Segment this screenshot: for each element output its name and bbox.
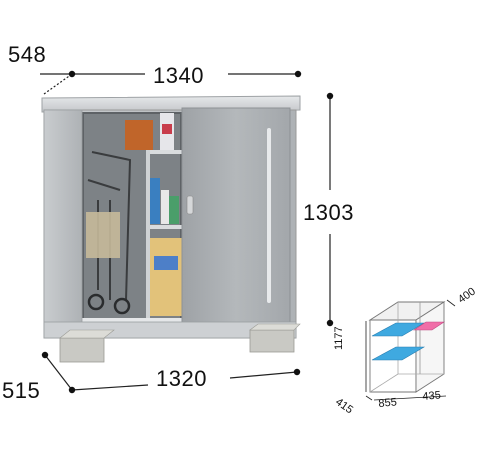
dimension-dots (41, 70, 334, 394)
base-width-label: 1320 (156, 366, 207, 391)
lower-shelf-blue (371, 346, 426, 361)
top-width-label: 1340 (153, 63, 204, 88)
storage-shed (41, 95, 301, 363)
upper-shelf-pink (413, 321, 445, 331)
height-label: 1303 (303, 200, 354, 225)
top-depth-label: 548 (8, 42, 47, 67)
base-depth-label: 515 (2, 378, 41, 403)
interior-main-width-label: 855 (378, 396, 398, 410)
dimension-lines (40, 73, 331, 391)
interior-height-label: 1177 (333, 326, 345, 350)
interior-layout-diagram (365, 299, 456, 401)
interior-side-width-label: 435 (422, 389, 442, 403)
